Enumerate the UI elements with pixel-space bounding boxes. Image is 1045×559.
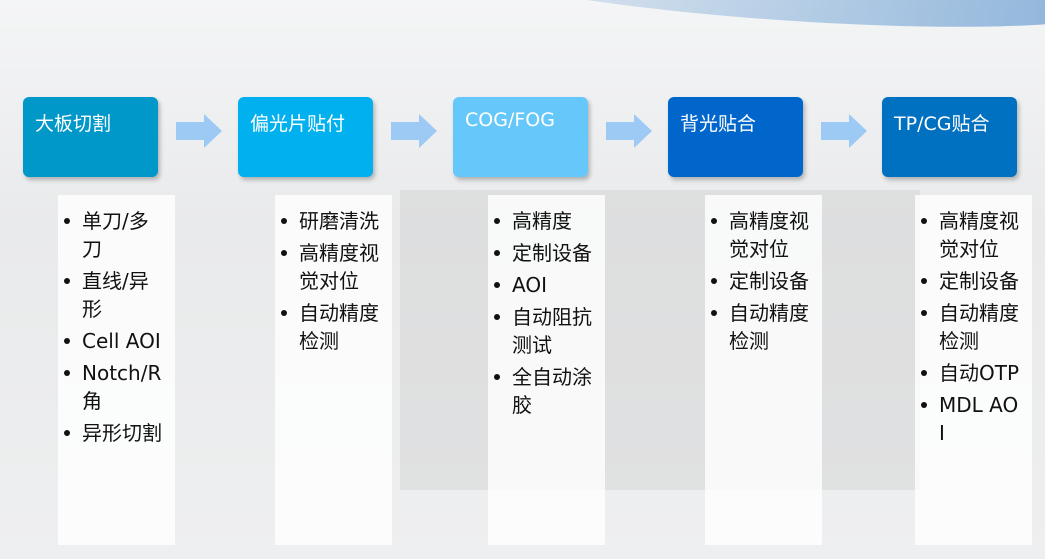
list-item-text: 研磨清洗 xyxy=(299,209,379,233)
list-item-text: 高精度视觉对位 xyxy=(729,209,809,261)
list-item: 单刀/多刀 xyxy=(62,207,164,263)
list-item: 自动阻抗测试 xyxy=(492,303,594,359)
bullet-icon xyxy=(494,314,500,320)
bullet-list: 单刀/多刀直线/异形 Cell AOI Notch/R角异形切割 xyxy=(58,195,175,447)
list-item-text: 直线/异形 xyxy=(82,269,149,321)
list-item: 自动精度检测 xyxy=(709,299,811,355)
bullet-list: 研磨清洗高精度视觉对位自动精度检测 xyxy=(275,195,392,355)
list-item-text: 高精度视觉对位 xyxy=(299,241,379,293)
list-item: 定制设备 xyxy=(709,267,811,295)
process-step-5: TP/CG贴合 xyxy=(882,97,1017,177)
step-details-panel: 单刀/多刀直线/异形 Cell AOI Notch/R角异形切割 xyxy=(58,195,175,545)
bullet-icon xyxy=(494,250,500,256)
right-arrow-icon xyxy=(606,114,652,148)
list-item-text: 异形切割 xyxy=(82,421,162,445)
list-item: 自动OTP xyxy=(919,359,1021,387)
process-step-2: 偏光片贴付 xyxy=(238,97,373,177)
bullet-icon xyxy=(494,374,500,380)
list-item-text: 单刀/多刀 xyxy=(82,209,149,261)
list-item: MDL AOI xyxy=(919,391,1021,447)
step-label: 大板切割 xyxy=(35,113,112,135)
step-label: 偏光片贴付 xyxy=(250,113,346,135)
list-item: 异形切割 xyxy=(62,419,164,447)
list-item-text: Notch/R角 xyxy=(82,361,162,413)
list-item: 全自动涂胶 xyxy=(492,363,594,419)
list-item: 研磨清洗 xyxy=(279,207,381,235)
right-arrow-icon xyxy=(176,114,222,148)
bullet-icon xyxy=(711,310,717,316)
bullet-icon xyxy=(921,278,927,284)
list-item-text: 自动精度检测 xyxy=(939,301,1019,353)
step-label: 背光贴合 xyxy=(680,113,757,135)
step-details-panel: 研磨清洗高精度视觉对位自动精度检测 xyxy=(275,195,392,545)
list-item: 高精度视觉对位 xyxy=(279,239,381,295)
list-item-text: 高精度视觉对位 xyxy=(939,209,1019,261)
list-item-text: AOI xyxy=(512,273,547,297)
process-step-4: 背光贴合 xyxy=(668,97,803,177)
list-item: 高精度 xyxy=(492,207,594,235)
list-item-text: 定制设备 xyxy=(512,241,592,265)
bullet-icon xyxy=(281,218,287,224)
list-item-text: 定制设备 xyxy=(939,269,1019,293)
list-item: 定制设备 xyxy=(919,267,1021,295)
list-item-text: 高精度 xyxy=(512,209,572,233)
bullet-icon xyxy=(921,310,927,316)
list-item-text: Cell AOI xyxy=(82,329,161,353)
list-item: Notch/R角 xyxy=(62,359,164,415)
bullet-list: 高精度视觉对位定制设备自动精度检测 xyxy=(705,195,822,355)
list-item: 自动精度检测 xyxy=(279,299,381,355)
bullet-list: 高精度视觉对位定制设备自动精度检测自动OTP MDL AOI xyxy=(915,195,1032,447)
list-item: 自动精度检测 xyxy=(919,299,1021,355)
list-item-text: 自动OTP xyxy=(939,361,1020,385)
list-item-text: 全自动涂胶 xyxy=(512,365,592,417)
process-step-3: COG/FOG xyxy=(453,97,588,177)
bullet-icon xyxy=(281,250,287,256)
bullet-icon xyxy=(711,278,717,284)
step-details-panel: 高精度定制设备 AOI 自动阻抗测试全自动涂胶 xyxy=(488,195,605,545)
bullet-icon xyxy=(64,218,70,224)
bullet-icon xyxy=(64,370,70,376)
step-label: TP/CG贴合 xyxy=(894,113,990,135)
list-item-text: 定制设备 xyxy=(729,269,809,293)
step-details-panel: 高精度视觉对位定制设备自动精度检测自动OTP MDL AOI xyxy=(915,195,1032,545)
list-item-text: 自动精度检测 xyxy=(299,301,379,353)
right-arrow-icon xyxy=(821,114,867,148)
bullet-icon xyxy=(281,310,287,316)
bullet-icon xyxy=(494,218,500,224)
bullet-icon xyxy=(921,218,927,224)
list-item: AOI xyxy=(492,271,594,299)
list-item: 高精度视觉对位 xyxy=(709,207,811,263)
list-item-text: 自动阻抗测试 xyxy=(512,305,592,357)
list-item: 直线/异形 xyxy=(62,267,164,323)
bullet-icon xyxy=(494,282,500,288)
bullet-icon xyxy=(64,278,70,284)
process-step-1: 大板切割 xyxy=(23,97,158,177)
bullet-icon xyxy=(921,402,927,408)
background-photo xyxy=(400,190,920,490)
bullet-icon xyxy=(64,430,70,436)
bullet-icon xyxy=(921,370,927,376)
list-item: 高精度视觉对位 xyxy=(919,207,1021,263)
list-item: 定制设备 xyxy=(492,239,594,267)
right-arrow-icon xyxy=(391,114,437,148)
bullet-list: 高精度定制设备 AOI 自动阻抗测试全自动涂胶 xyxy=(488,195,605,419)
header-swoosh-decoration xyxy=(428,0,1045,45)
list-item-text: 自动精度检测 xyxy=(729,301,809,353)
bullet-icon xyxy=(711,218,717,224)
list-item: Cell AOI xyxy=(62,327,164,355)
bullet-icon xyxy=(64,338,70,344)
step-details-panel: 高精度视觉对位定制设备自动精度检测 xyxy=(705,195,822,545)
step-label: COG/FOG xyxy=(465,109,555,131)
list-item-text: MDL AOI xyxy=(939,393,1019,445)
